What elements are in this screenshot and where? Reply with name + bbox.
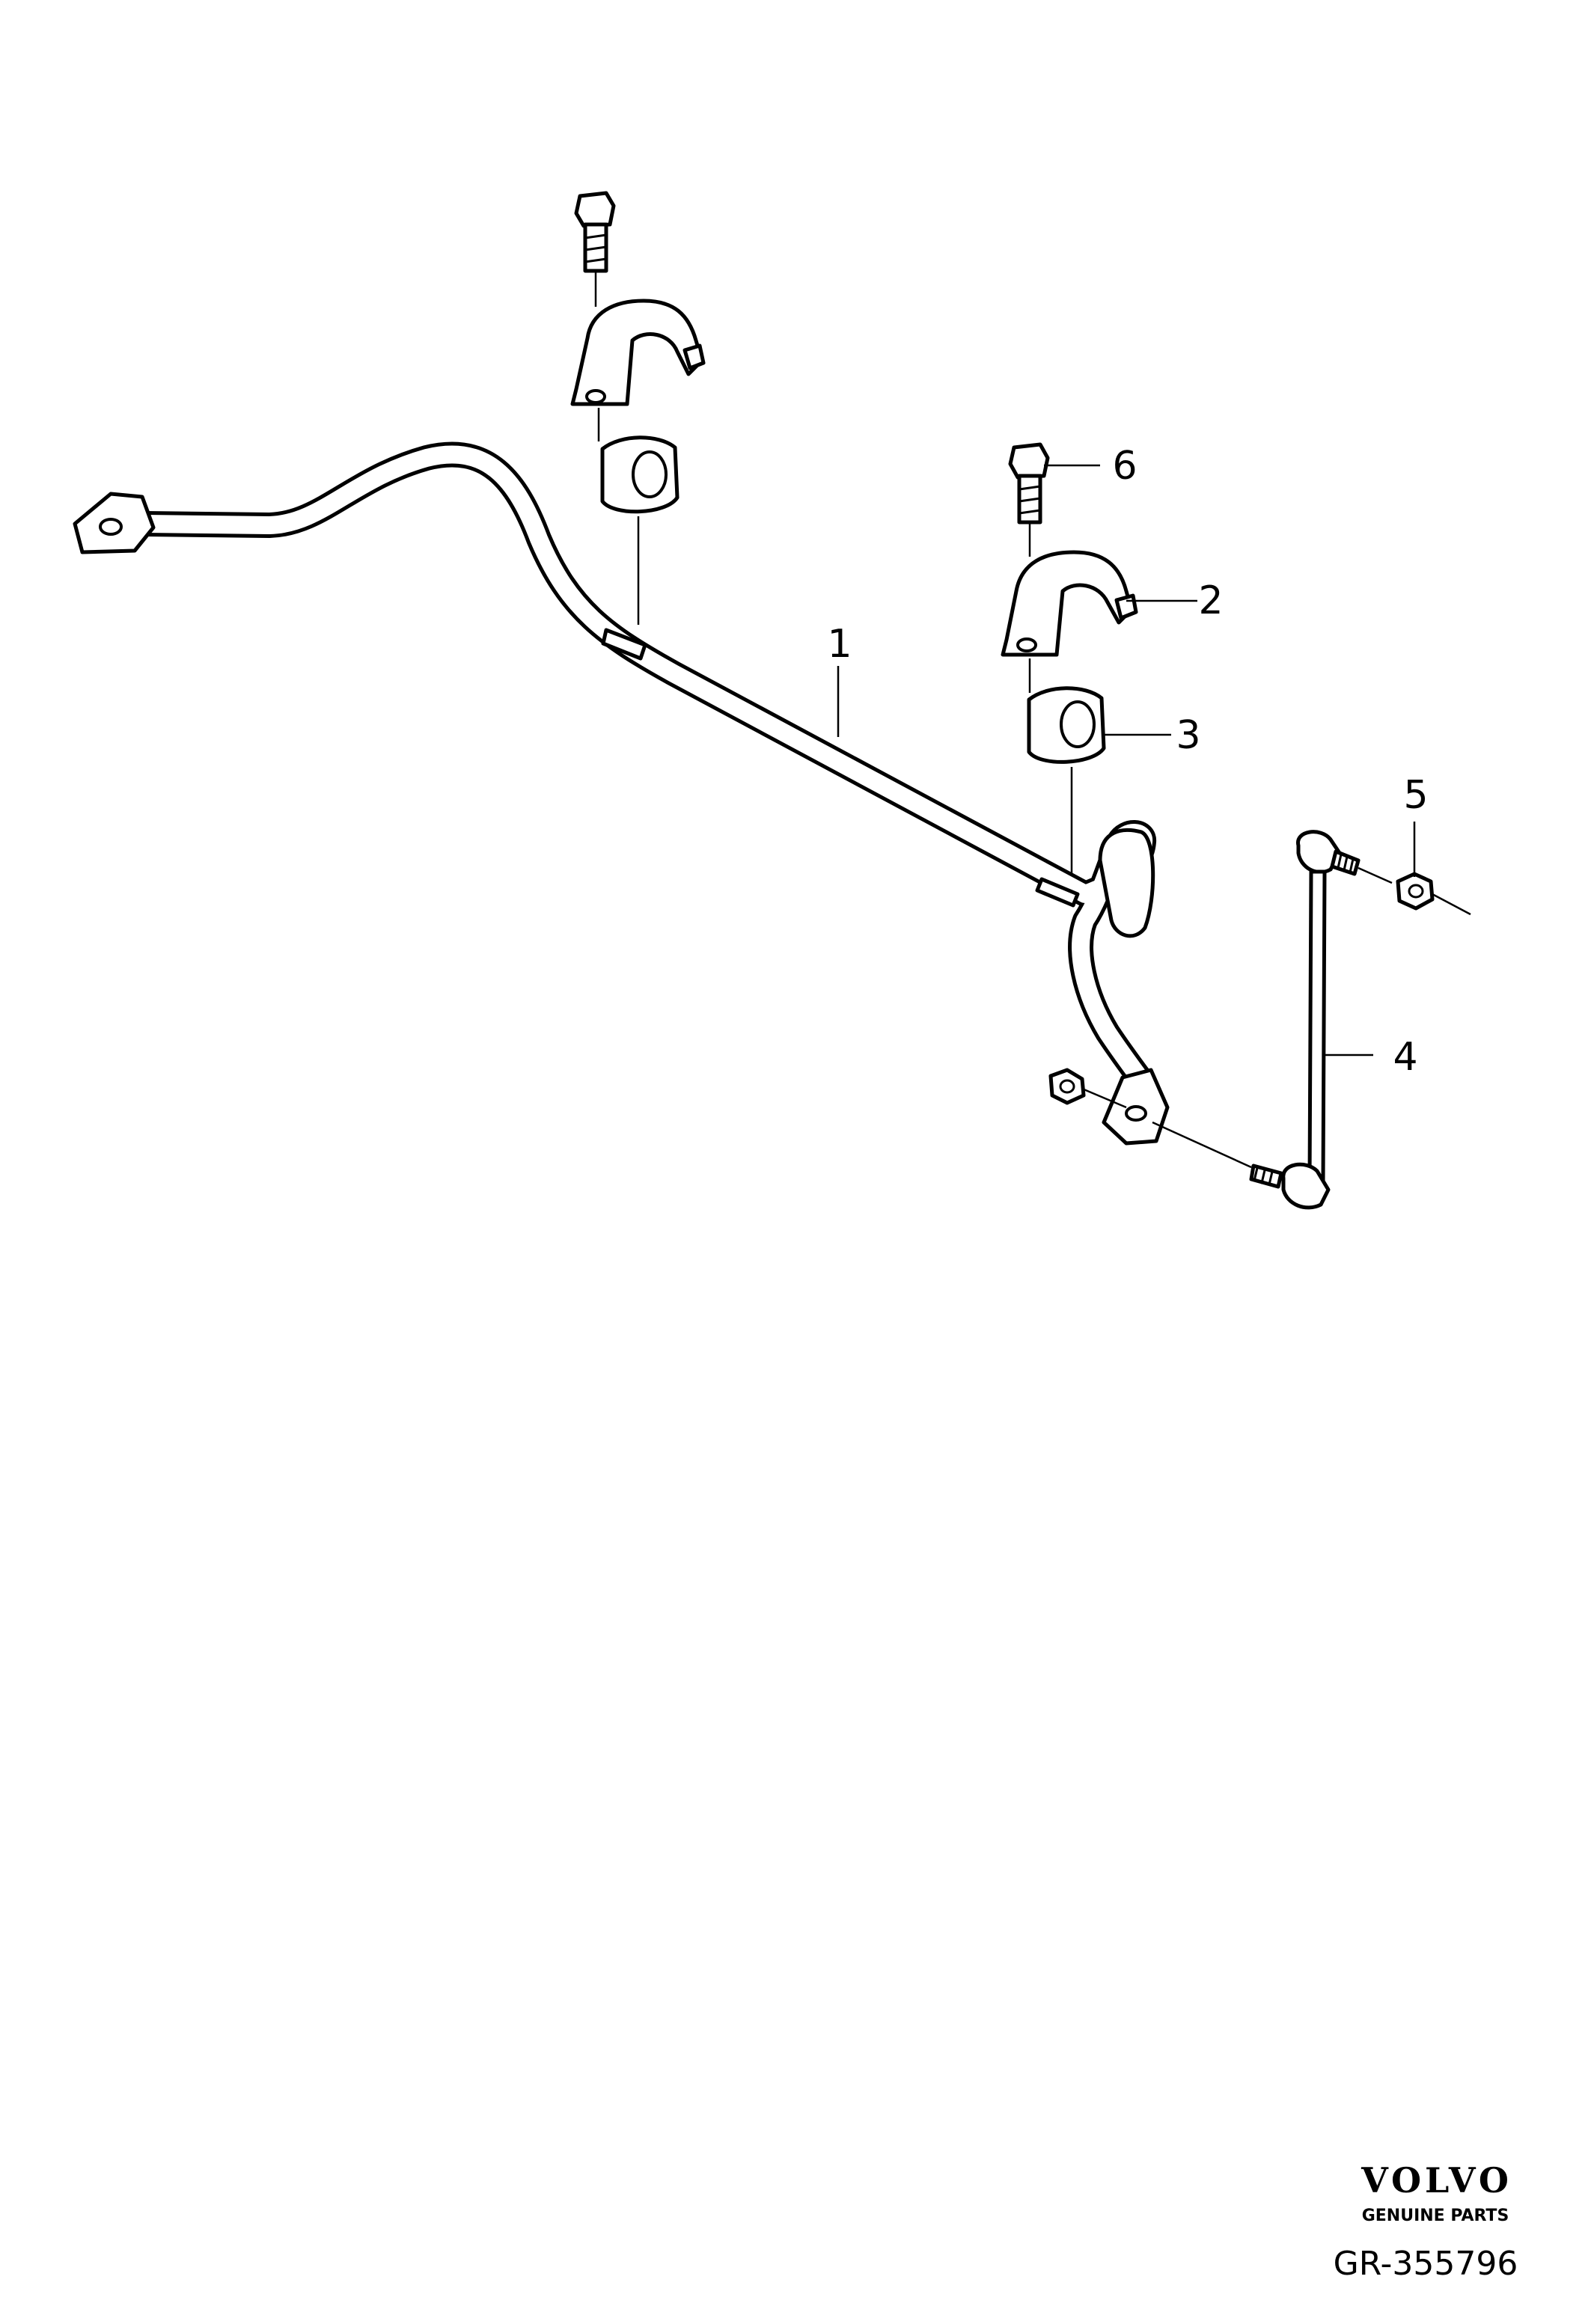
- right-bracket: [1001, 550, 1138, 657]
- brand-block: VOLVO GENUINE PARTS GR-355796: [1334, 2160, 1518, 2283]
- stabilizer-link: [1249, 830, 1361, 1210]
- left-bushing: [600, 435, 680, 514]
- callout-6: 6: [1112, 444, 1137, 489]
- left-bracket: [570, 299, 706, 406]
- callout-2: 2: [1198, 578, 1223, 623]
- stabilizer-bar: [73, 441, 1170, 1146]
- callout-5: 5: [1403, 773, 1428, 818]
- callout-4: 4: [1393, 1035, 1417, 1080]
- brand-tagline: GENUINE PARTS: [1362, 2207, 1509, 2225]
- link-nut-upper: [1396, 872, 1435, 911]
- link-nut-lower: [1048, 1068, 1086, 1105]
- drawing-code: GR-355796: [1334, 2245, 1518, 2283]
- brand-logo: VOLVO: [1361, 2160, 1512, 2201]
- left-bracket-bolt: [574, 191, 616, 273]
- right-bushing: [1027, 686, 1106, 764]
- callout-1: 1: [827, 622, 852, 667]
- callout-3: 3: [1176, 713, 1200, 758]
- right-bracket-bolt: [1008, 442, 1050, 525]
